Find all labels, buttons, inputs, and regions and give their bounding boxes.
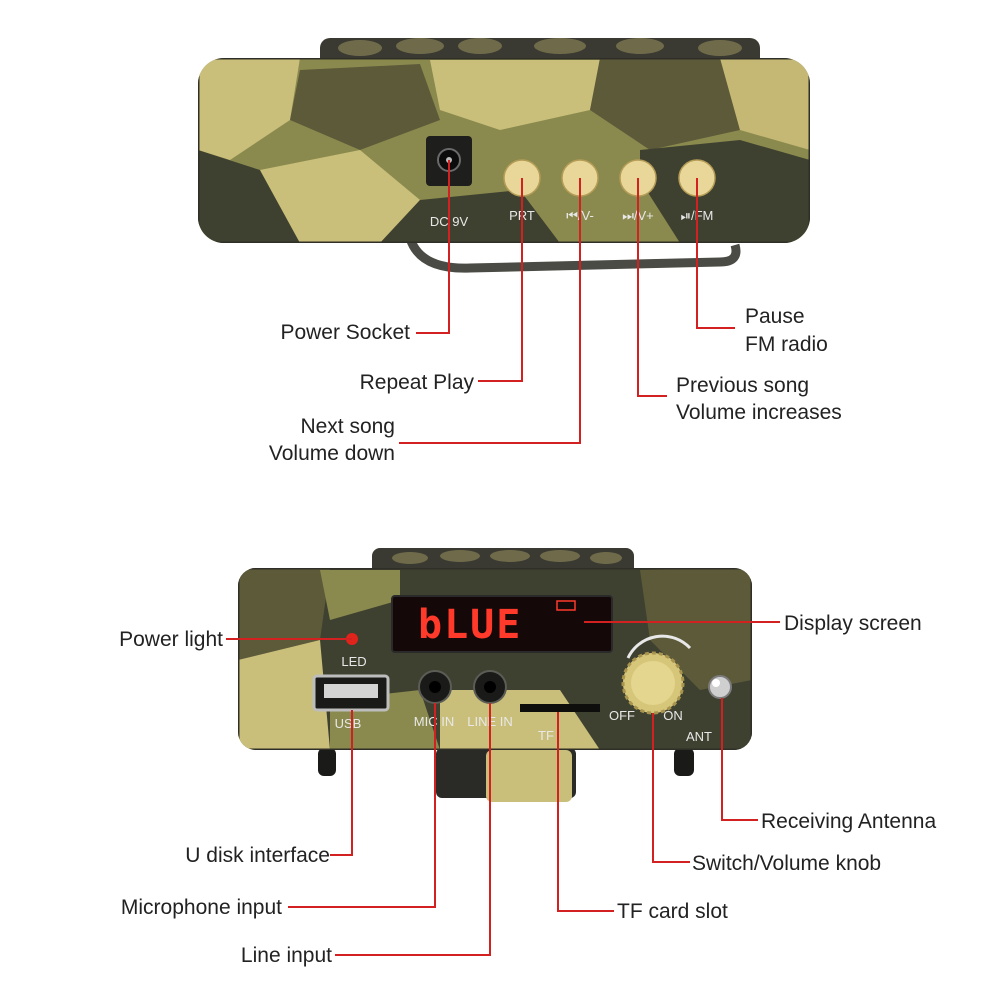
antenna[interactable] — [708, 675, 732, 699]
on-label: ON — [663, 708, 683, 723]
mic-in-jack[interactable] — [418, 670, 452, 704]
bottom-device: bLUE LED USB MIC IN LINE IN TF — [238, 548, 752, 802]
top-leader-lines — [399, 160, 735, 444]
callout-fm-radio: FM radio — [745, 333, 828, 356]
battery-icon — [556, 600, 576, 611]
callout-line-input: Line input — [240, 944, 332, 967]
callout-previous-song: Previous song — [676, 374, 810, 397]
ant-label: ANT — [686, 729, 712, 744]
display-screen: bLUE — [391, 595, 613, 653]
callout-microphone-input: Microphone input — [120, 896, 282, 919]
tf-label: TF — [538, 728, 554, 743]
usb-label: USB — [335, 716, 362, 731]
line-in-jack[interactable] — [473, 670, 507, 704]
usb-port[interactable] — [312, 674, 390, 712]
callout-switch-volume-knob: Switch/Volume knob — [692, 852, 882, 875]
callout-repeat-play: Repeat Play — [359, 371, 474, 394]
led-label: LED — [341, 654, 366, 669]
callout-volume-increases: Volume increases — [676, 401, 842, 424]
tf-card-slot[interactable] — [520, 704, 600, 712]
callout-tf-card-slot: TF card slot — [617, 900, 728, 923]
callout-u-disk-interface: U disk interface — [185, 844, 330, 867]
off-label: OFF — [609, 708, 635, 723]
bottom-leader-lines — [226, 621, 780, 956]
callout-power-light: Power light — [119, 628, 223, 651]
switch-volume-knob[interactable] — [621, 651, 685, 715]
knob-arc — [626, 634, 692, 659]
callout-display-screen: Display screen — [784, 612, 922, 635]
callout-next-song: Next song — [300, 415, 395, 438]
callout-pause: Pause — [745, 305, 805, 328]
callout-receiving-antenna: Receiving Antenna — [761, 810, 937, 833]
callout-volume-down: Volume down — [268, 442, 395, 465]
display-text: bLUE — [418, 602, 522, 648]
callout-power-socket: Power Socket — [280, 321, 410, 344]
top-device: DC 9V PRT ⏮/V- ⏭/V+ ⏯/FM — [198, 38, 810, 273]
